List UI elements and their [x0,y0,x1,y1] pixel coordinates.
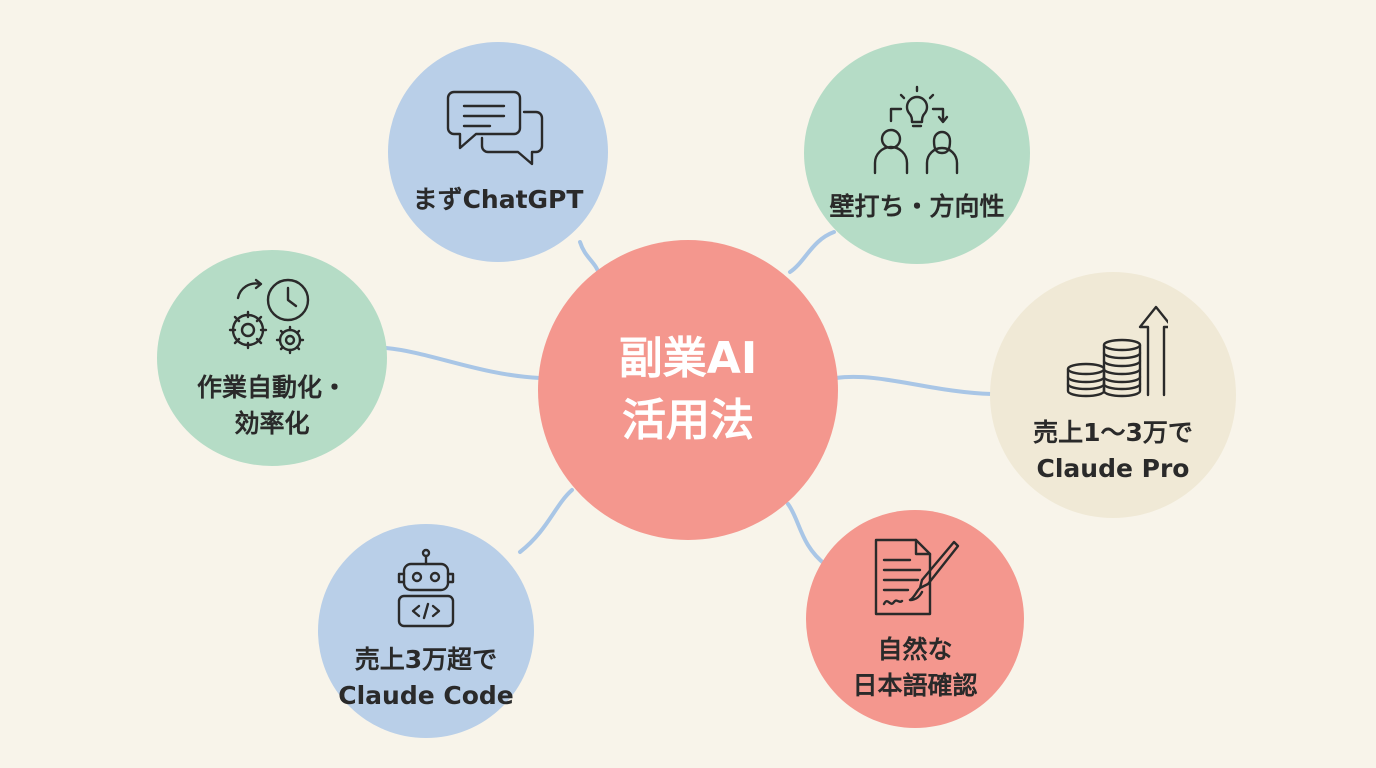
link-code [518,488,574,554]
document-pen-icon [874,538,960,616]
node-brainstorm: 壁打ち・方向性 [804,42,1030,264]
node-chatgpt: まずChatGPT [388,42,608,262]
link-wall [788,230,836,274]
node-brainstorm-label: 壁打ち・方向性 [829,192,1005,221]
node-automation-label: 作業自動化・ 効率化 [196,373,347,438]
node-automation: 作業自動化・ 効率化 [157,250,387,466]
chat-bubbles-icon [446,90,544,166]
gears-clock-icon [228,278,310,355]
node-claude-code-label: 売上3万超で Claude Code [338,645,514,710]
node-japanese-check-label: 自然な 日本語確認 [852,635,978,700]
coins-arrow-icon [1066,305,1168,398]
center-topic: 副業AI 活用法 [538,240,838,540]
link-pro [834,374,994,396]
node-claude-code: 売上3万超で Claude Code [318,524,534,738]
link-auto [384,346,542,380]
node-chatgpt-label: まずChatGPT [412,185,584,214]
brainstorm-people-icon [873,85,959,175]
node-japanese-check: 自然な 日本語確認 [806,510,1024,728]
robot-code-icon [397,548,455,628]
node-claude-pro-label: 売上1〜3万で Claude Pro [1033,418,1193,483]
node-claude-pro: 売上1〜3万で Claude Pro [990,272,1236,518]
center-topic-label: 副業AI 活用法 [618,333,758,446]
link-jp [786,502,828,567]
